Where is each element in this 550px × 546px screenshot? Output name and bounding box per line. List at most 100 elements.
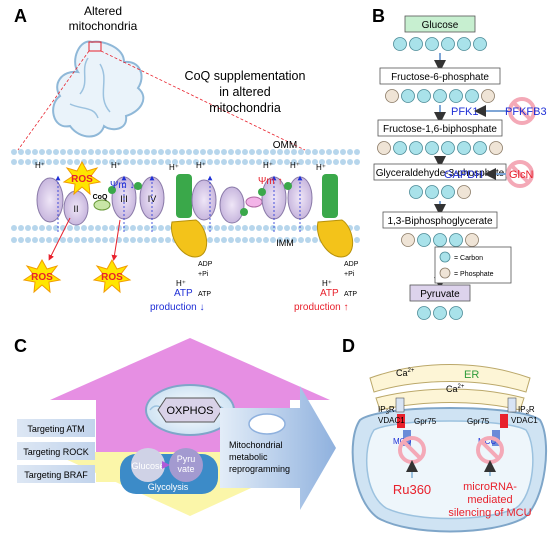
- lipid-head: [242, 225, 248, 231]
- lipid-head: [193, 149, 199, 155]
- lipid-head: [277, 237, 283, 243]
- ros-burst-1: [62, 160, 102, 196]
- panel-c: C OXPHOS Targeting ATM Targeting ROCK Ta…: [14, 336, 336, 516]
- glucose-circle: [131, 448, 165, 482]
- lipid-head: [228, 159, 234, 165]
- h-plus-right-2: H⁺: [263, 161, 273, 170]
- lipid-head: [95, 149, 101, 155]
- glcn-label: GlcN: [509, 169, 534, 181]
- pyruvate-circle: [169, 448, 203, 482]
- lipid-head: [144, 149, 150, 155]
- lipid-head: [137, 159, 143, 165]
- ros-arrow-2: [111, 219, 121, 261]
- glycolysis-flow-arrow: [162, 461, 170, 469]
- carbon-atom: [409, 185, 423, 199]
- lipid-head: [228, 225, 234, 231]
- carbon-atom: [425, 141, 439, 155]
- lipid-head: [95, 237, 101, 243]
- vdac1-left: [397, 414, 405, 428]
- coq-label-left: CoQ: [93, 194, 108, 201]
- lipid-head: [242, 159, 248, 165]
- panel-a-label: A: [14, 6, 27, 26]
- lipid-head: [207, 149, 213, 155]
- electron-right-2: [258, 188, 266, 196]
- ru360-label: Ru360: [393, 482, 431, 497]
- glucose-label: Glucose: [131, 461, 164, 471]
- lipid-head: [277, 159, 283, 165]
- glycolysis-label: Glycolysis: [148, 482, 189, 492]
- atp-synthase-stalk-left: [176, 174, 192, 218]
- lipid-head: [74, 225, 80, 231]
- lipid-head: [291, 149, 297, 155]
- lipid-head: [11, 225, 17, 231]
- lipid-head: [284, 225, 290, 231]
- zoom-line-right: [100, 50, 306, 151]
- pathway-step-label: Glyceraldehyde-3-phosphate: [376, 168, 505, 179]
- lipid-head: [151, 159, 157, 165]
- lipid-head: [81, 149, 87, 155]
- lipid-head: [123, 159, 129, 165]
- lipid-head: [291, 237, 297, 243]
- lipid-head: [67, 225, 73, 231]
- pathway-step-box: [373, 163, 507, 181]
- lipid-head: [277, 149, 283, 155]
- pi-right: +Pi: [344, 271, 355, 278]
- lipid-head: [249, 237, 255, 243]
- lipid-head: [347, 159, 353, 165]
- h-plus-right-5: H⁺: [322, 279, 332, 288]
- lipid-head: [312, 225, 318, 231]
- pathway-step-label: Glucose: [422, 20, 459, 31]
- lipid-head: [165, 237, 171, 243]
- er-membrane-bottom: [375, 388, 525, 411]
- lipid-head: [270, 159, 276, 165]
- lipid-head: [312, 237, 318, 243]
- lipid-head: [123, 225, 129, 231]
- lipid-head: [235, 159, 241, 165]
- lipid-head: [326, 159, 332, 165]
- lipid-head: [144, 225, 150, 231]
- lipid-head: [235, 237, 241, 243]
- lipid-head: [256, 149, 262, 155]
- reprogram-text-2: metabolic: [229, 452, 268, 462]
- pyru-label-1: Pyru: [177, 454, 196, 464]
- lipid-head: [319, 149, 325, 155]
- lipid-head: [165, 149, 171, 155]
- complex-ii-right: [219, 186, 245, 224]
- atp-left: ATP: [198, 291, 211, 298]
- lipid-head: [74, 149, 80, 155]
- lipid-head: [158, 237, 164, 243]
- lipid-head: [46, 159, 52, 165]
- lipid-head: [144, 159, 150, 165]
- lipid-head: [74, 237, 80, 243]
- atp-synthase-stalk-right: [322, 174, 338, 218]
- pathway-step-box: [409, 284, 471, 302]
- lipid-head: [53, 237, 59, 243]
- ros-label-2: ROS: [31, 272, 53, 283]
- electron-left-1: [108, 186, 116, 194]
- lipid-head: [270, 225, 276, 231]
- carbon-atom: [441, 141, 455, 155]
- pathway-step-label: 1,3-Biphosphoglycerate: [387, 216, 493, 227]
- lipid-head: [102, 225, 108, 231]
- lipid-head: [39, 237, 45, 243]
- lipid-head: [60, 149, 66, 155]
- lipid-head: [291, 159, 297, 165]
- phosphate-atom: [377, 141, 391, 155]
- mcu-label-right: MCU: [478, 437, 496, 446]
- lipid-head: [354, 159, 360, 165]
- ros-bursts: ROS ROS ROS: [22, 160, 132, 294]
- lipid-head: [130, 159, 136, 165]
- carbon-atom: [457, 141, 471, 155]
- lipid-head: [172, 159, 178, 165]
- h-plus-right-1: H⁺: [196, 161, 206, 170]
- lipid-head: [53, 149, 59, 155]
- carbon-atom: [449, 89, 463, 103]
- omm-label: OMM: [273, 140, 297, 151]
- h-plus-left-4: H⁺: [176, 279, 186, 288]
- coq-title-line3: mitochondria: [209, 101, 281, 115]
- lipid-head: [186, 159, 192, 165]
- target-box-2: [17, 442, 95, 460]
- ros-burst-2: [22, 258, 62, 294]
- lipid-head: [39, 159, 45, 165]
- mirna-line2: mediated: [467, 494, 512, 506]
